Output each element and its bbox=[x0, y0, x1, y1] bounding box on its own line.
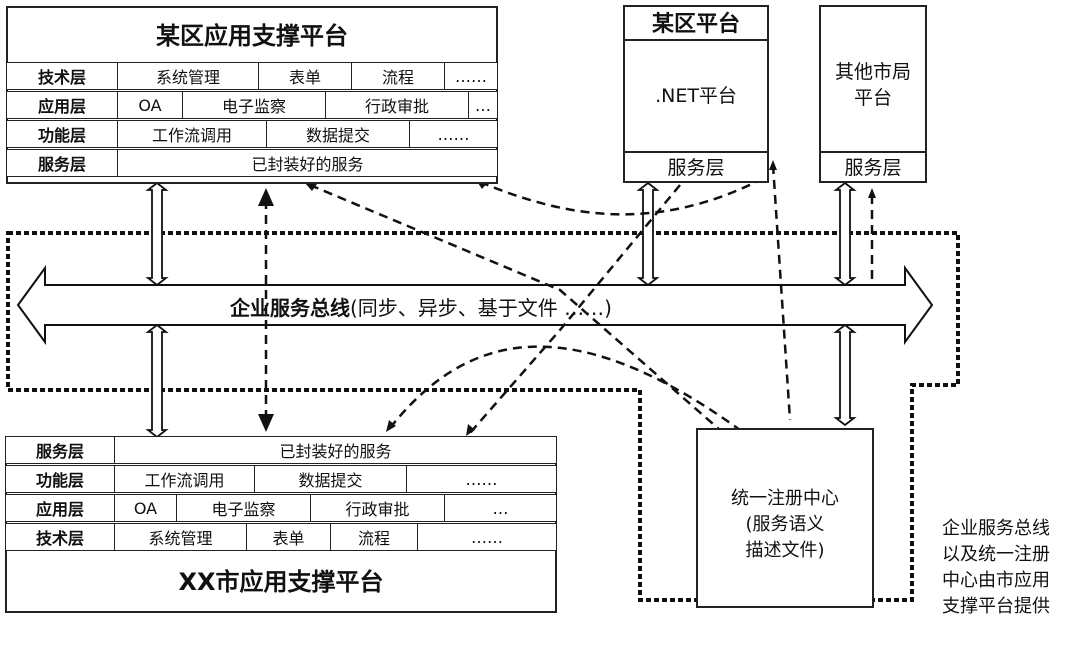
layer-cell: …… bbox=[444, 62, 498, 90]
district-layer-table-4: 服务层 已封装好的服务 bbox=[6, 149, 498, 177]
layer-row: 服务层 已封装好的服务 bbox=[6, 149, 498, 177]
layer-row: 技术层 系统管理 表单 流程 …… bbox=[6, 62, 498, 90]
arrowheads bbox=[258, 160, 876, 436]
net-platform: 某区平台 .NET平台 服务层 bbox=[623, 5, 769, 183]
esb-label-main: 企业服务总线 bbox=[230, 296, 350, 320]
registry-center: 统一注册中心 (服务语义 描述文件) bbox=[696, 428, 874, 608]
layer-cell: …… bbox=[409, 120, 498, 148]
district-layer-table-2: 应用层 OA 电子监察 行政审批 … bbox=[6, 91, 498, 119]
layer-cell: …… bbox=[406, 465, 557, 493]
city-layer-table-3: 应用层 OA 电子监察 行政审批 … bbox=[5, 494, 557, 522]
registry-line: 统一注册中心 bbox=[731, 488, 839, 509]
layer-name: 应用层 bbox=[5, 494, 115, 522]
esb-arrow bbox=[16, 264, 934, 346]
other-service-layer: 服务层 bbox=[821, 151, 925, 183]
layer-cell: 行政审批 bbox=[310, 494, 445, 522]
footnote-line: 中心由市应用 bbox=[942, 570, 1050, 591]
layer-name: 应用层 bbox=[6, 91, 118, 119]
layer-cell: … bbox=[468, 91, 498, 119]
other-platform-line: 其他市局 bbox=[834, 61, 911, 83]
layer-cell: 系统管理 bbox=[117, 62, 259, 90]
layer-cell: 数据提交 bbox=[266, 120, 410, 148]
footnote-line: 企业服务总线 bbox=[942, 518, 1050, 539]
layer-row: 功能层 工作流调用 数据提交 …… bbox=[5, 465, 557, 493]
registry-text: 统一注册中心 (服务语义 描述文件) bbox=[698, 430, 872, 564]
layer-cell: 电子监察 bbox=[182, 91, 326, 119]
layer-cell: 已封装好的服务 bbox=[114, 436, 557, 464]
layer-cell: OA bbox=[117, 91, 183, 119]
esb-label-detail: (同步、异步、基于文件 ……) bbox=[350, 296, 612, 320]
layer-cell: 电子监察 bbox=[176, 494, 311, 522]
city-layer-table-4: 技术层 系统管理 表单 流程 …… bbox=[5, 523, 557, 551]
layer-cell: 流程 bbox=[330, 523, 418, 551]
layer-cell: 工作流调用 bbox=[117, 120, 267, 148]
district-layer-table: 技术层 系统管理 表单 流程 …… bbox=[6, 62, 498, 90]
district-platform-title: 某区应用支撑平台 bbox=[156, 22, 348, 50]
registry-line: 描述文件) bbox=[745, 540, 825, 561]
layer-row: 应用层 OA 电子监察 行政审批 … bbox=[5, 494, 557, 522]
layer-cell: … bbox=[444, 494, 557, 522]
footnote: 企业服务总线 以及统一注册 中心由市应用 支撑平台提供 bbox=[942, 516, 1077, 620]
layer-row: 应用层 OA 电子监察 行政审批 … bbox=[6, 91, 498, 119]
layer-cell: 表单 bbox=[258, 62, 352, 90]
hollow-arrows bbox=[145, 181, 857, 439]
city-platform: 服务层 已封装好的服务 功能层 工作流调用 数据提交 …… 应用层 OA 电子监… bbox=[5, 436, 557, 613]
layer-cell: 表单 bbox=[246, 523, 331, 551]
esb-boundary bbox=[6, 231, 960, 602]
layer-cell: 系统管理 bbox=[114, 523, 247, 551]
layer-cell: 工作流调用 bbox=[114, 465, 255, 493]
district-platform: 某区应用支撑平台 技术层 系统管理 表单 流程 …… 应用层 OA 电子监察 行… bbox=[6, 6, 498, 184]
layer-row: 功能层 工作流调用 数据提交 …… bbox=[6, 120, 498, 148]
other-platform-line: 平台 bbox=[853, 87, 892, 109]
footnote-line: 以及统一注册 bbox=[942, 544, 1050, 565]
layer-row: 技术层 系统管理 表单 流程 …… bbox=[5, 523, 557, 551]
layer-name: 服务层 bbox=[5, 436, 115, 464]
esb-label: 企业服务总线(同步、异步、基于文件 ……) bbox=[230, 292, 710, 321]
layer-row: 服务层 已封装好的服务 bbox=[5, 436, 557, 464]
layer-cell: …… bbox=[417, 523, 557, 551]
layer-cell: 数据提交 bbox=[254, 465, 407, 493]
layer-cell: OA bbox=[114, 494, 177, 522]
footnote-line: 支撑平台提供 bbox=[942, 596, 1050, 617]
district-layer-table-3: 功能层 工作流调用 数据提交 …… bbox=[6, 120, 498, 148]
registry-line: (服务语义 bbox=[745, 514, 825, 535]
layer-name: 功能层 bbox=[6, 120, 118, 148]
layer-cell: 行政审批 bbox=[325, 91, 469, 119]
city-platform-title: XX市应用支撑平台 bbox=[178, 568, 384, 596]
net-platform-title: 某区平台 bbox=[625, 7, 767, 41]
other-platform: 其他市局 平台 服务层 bbox=[819, 5, 927, 183]
net-platform-body: .NET平台 bbox=[655, 85, 737, 107]
city-layer-table-2: 功能层 工作流调用 数据提交 …… bbox=[5, 465, 557, 493]
dashed-connectors bbox=[264, 164, 874, 434]
city-layer-table: 服务层 已封装好的服务 bbox=[5, 436, 557, 464]
layer-cell: 流程 bbox=[351, 62, 445, 90]
layer-name: 技术层 bbox=[5, 523, 115, 551]
other-platform-body: 其他市局 平台 bbox=[821, 7, 925, 151]
layer-name: 功能层 bbox=[5, 465, 115, 493]
layer-cell: 已封装好的服务 bbox=[117, 149, 498, 177]
layer-name: 技术层 bbox=[6, 62, 118, 90]
net-service-layer: 服务层 bbox=[625, 151, 767, 183]
layer-name: 服务层 bbox=[6, 149, 118, 177]
